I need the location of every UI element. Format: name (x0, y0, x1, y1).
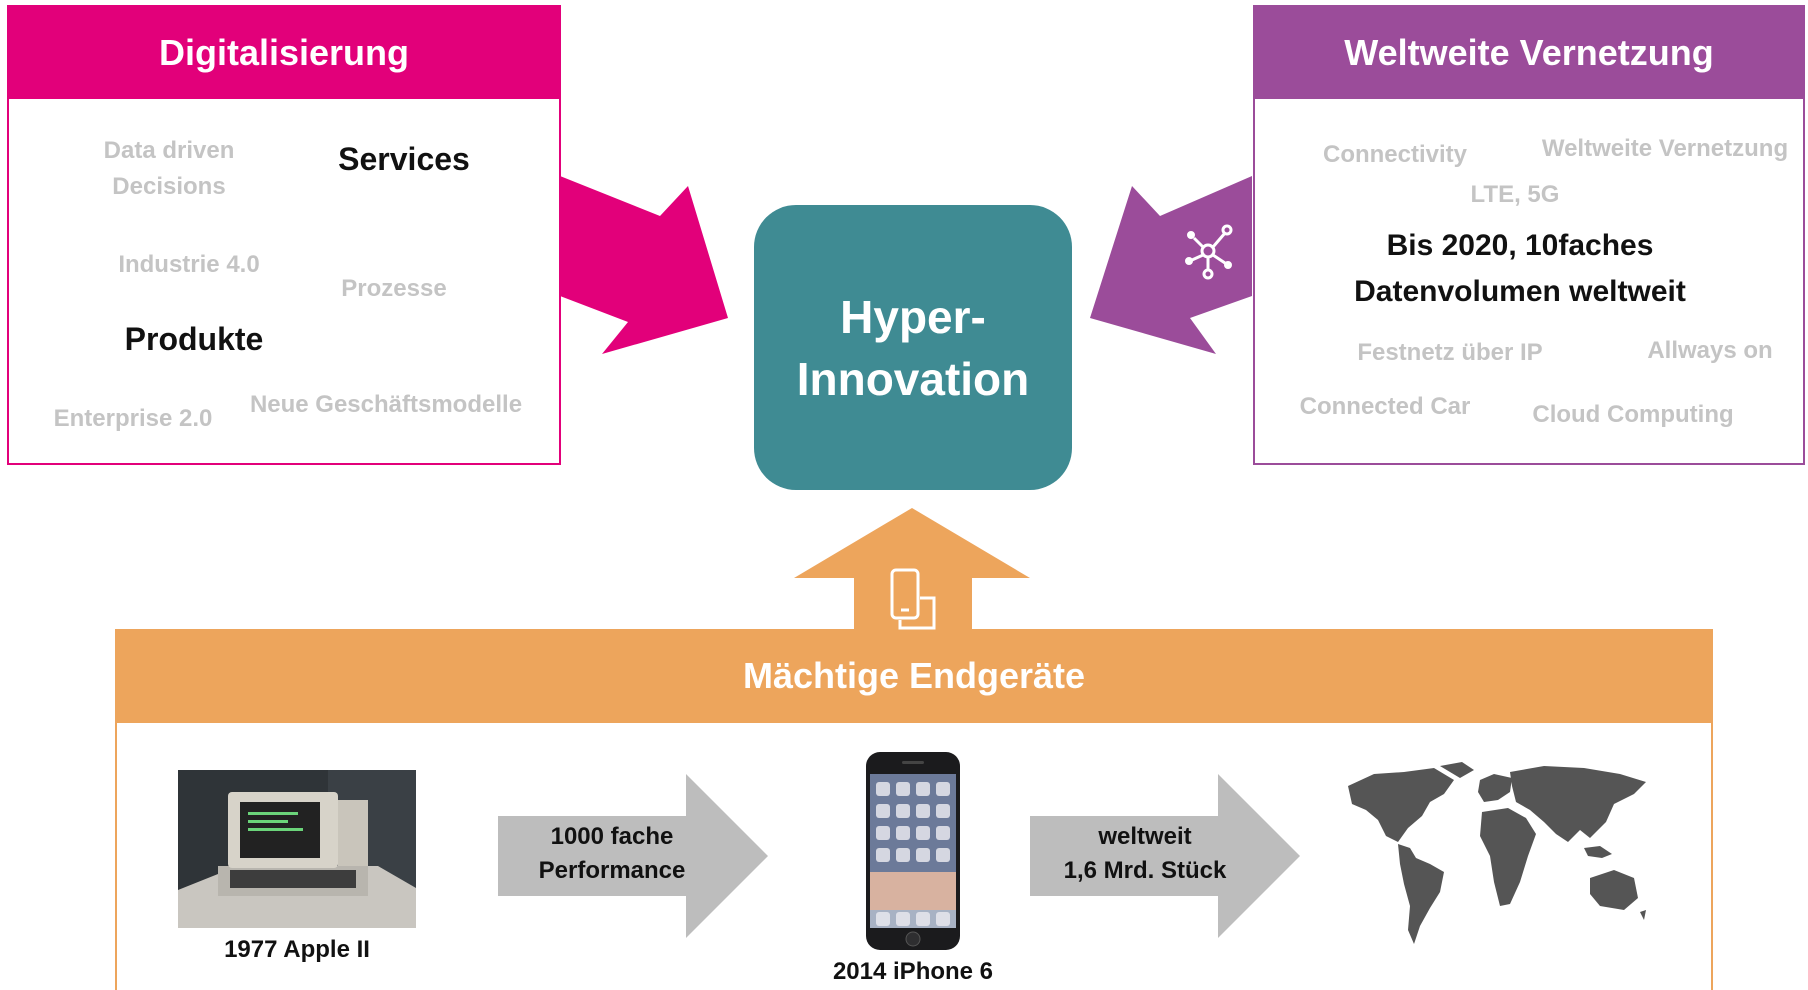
keyword-industrie: Industrie 4.0 (118, 251, 260, 278)
keyword-prozesse: Prozesse (341, 275, 447, 302)
vernetzung-panel: Weltweite Vernetzung Connectivity Weltwe… (1253, 5, 1805, 465)
keyword-datenvolumen: Bis 2020, 10faches Datenvolumen weltweit (1354, 229, 1686, 308)
worldwide-arrow (1030, 774, 1300, 938)
iphone-6-caption: 2014 iPhone 6 (832, 958, 994, 985)
keyword-allways-on: Allways on (1647, 337, 1773, 364)
iphone-6-image (866, 752, 960, 950)
keyword-data-driven: Data driven Decisions (103, 137, 235, 200)
keyword-produkte: Produkte (124, 321, 264, 357)
keyword-festnetz: Festnetz über IP (1357, 339, 1543, 366)
performance-arrow (498, 774, 768, 938)
worldwide-line2: 1,6 Mrd. Stück (1063, 857, 1227, 884)
vernetzung-title: Weltweite Vernetzung (1255, 7, 1803, 99)
digitalisierung-title: Digitalisierung (9, 7, 559, 99)
keyword-geschaeftsmodelle: Neue Geschäftsmodelle (249, 391, 523, 418)
worldwide-line1: weltweit (1098, 823, 1192, 850)
apple-ii-caption: 1977 Apple II (224, 936, 370, 963)
center-line2: Innovation (796, 352, 1030, 405)
keyword-weltweite-vernetzung: Weltweite Vernetzung (1541, 135, 1789, 162)
digitalisierung-panel: Digitalisierung Data driven Decisions Se… (7, 5, 561, 465)
network-hub-icon (1185, 224, 1233, 280)
keyword-connected-car: Connected Car (1299, 393, 1471, 420)
performance-line2: Performance (538, 857, 686, 884)
keyword-lte: LTE, 5G (1470, 181, 1560, 208)
worldwide-label: weltweit 1,6 Mrd. Stück (1040, 820, 1250, 888)
keyword-enterprise: Enterprise 2.0 (53, 405, 213, 432)
apple-ii-image (178, 770, 416, 928)
performance-line1: 1000 fache (550, 823, 674, 850)
keyword-services: Services (338, 141, 470, 177)
phone-tablet-icon (890, 568, 936, 630)
network-arrow (1090, 176, 1252, 354)
digital-arrow (560, 176, 728, 354)
world-map-image (1348, 762, 1646, 944)
endgeraete-title: Mächtige Endgeräte (115, 629, 1713, 723)
performance-label: 1000 fache Performance (508, 820, 716, 888)
hyper-innovation-box: Hyper- Innovation (754, 205, 1072, 490)
keyword-cloud: Cloud Computing (1532, 401, 1734, 428)
center-line1: Hyper- (840, 290, 986, 343)
keyword-connectivity: Connectivity (1322, 141, 1468, 168)
